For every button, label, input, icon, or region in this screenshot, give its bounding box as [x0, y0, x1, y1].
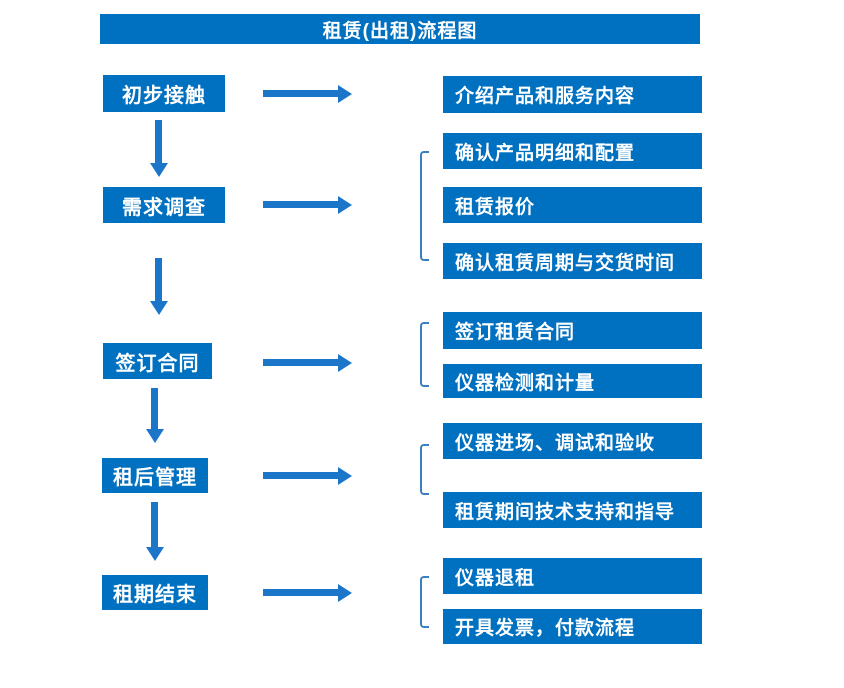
- step-box-initial-contact: 初步接触: [103, 75, 225, 112]
- flow-arrow-down-icon: [151, 388, 158, 430]
- item-box-technical-support-guidance: 租赁期间技术支持和指导: [443, 492, 702, 528]
- flow-arrow-down-icon: [155, 258, 162, 302]
- item-box-instrument-testing-calibration: 仪器检测和计量: [443, 364, 702, 398]
- group-bracket: [420, 151, 429, 261]
- step-box-sign-contract: 签订合同: [103, 343, 212, 379]
- flow-arrow-right-icon: [263, 472, 339, 479]
- item-box-instrument-setup-acceptance: 仪器进场、调试和验收: [443, 423, 702, 459]
- group-bracket: [420, 444, 429, 495]
- flow-arrow-right-icon: [263, 359, 339, 366]
- item-box-introduce-products-services: 介绍产品和服务内容: [443, 76, 702, 113]
- item-box-confirm-product-details: 确认产品明细和配置: [443, 133, 702, 169]
- item-box-instrument-return: 仪器退租: [443, 558, 702, 594]
- flow-arrow-down-icon: [155, 120, 162, 164]
- item-box-invoice-payment-process: 开具发票，付款流程: [443, 609, 702, 644]
- group-bracket: [420, 322, 429, 387]
- step-box-post-rental-management: 租后管理: [102, 458, 208, 493]
- item-box-confirm-rental-period-delivery: 确认租赁周期与交货时间: [443, 243, 702, 279]
- item-box-rental-quotation: 租赁报价: [443, 187, 702, 223]
- flow-arrow-right-icon: [263, 90, 339, 97]
- diagram-title: 租赁(出租)流程图: [322, 20, 478, 42]
- step-box-demand-survey: 需求调查: [103, 187, 225, 223]
- group-bracket: [420, 576, 429, 628]
- flow-arrow-right-icon: [263, 589, 339, 596]
- flow-arrow-down-icon: [151, 502, 158, 548]
- diagram-title-bar: 租赁(出租)流程图: [100, 14, 700, 44]
- item-box-sign-rental-contract: 签订租赁合同: [443, 312, 702, 349]
- flow-arrow-right-icon: [263, 201, 339, 208]
- step-box-rental-end: 租期结束: [102, 575, 208, 610]
